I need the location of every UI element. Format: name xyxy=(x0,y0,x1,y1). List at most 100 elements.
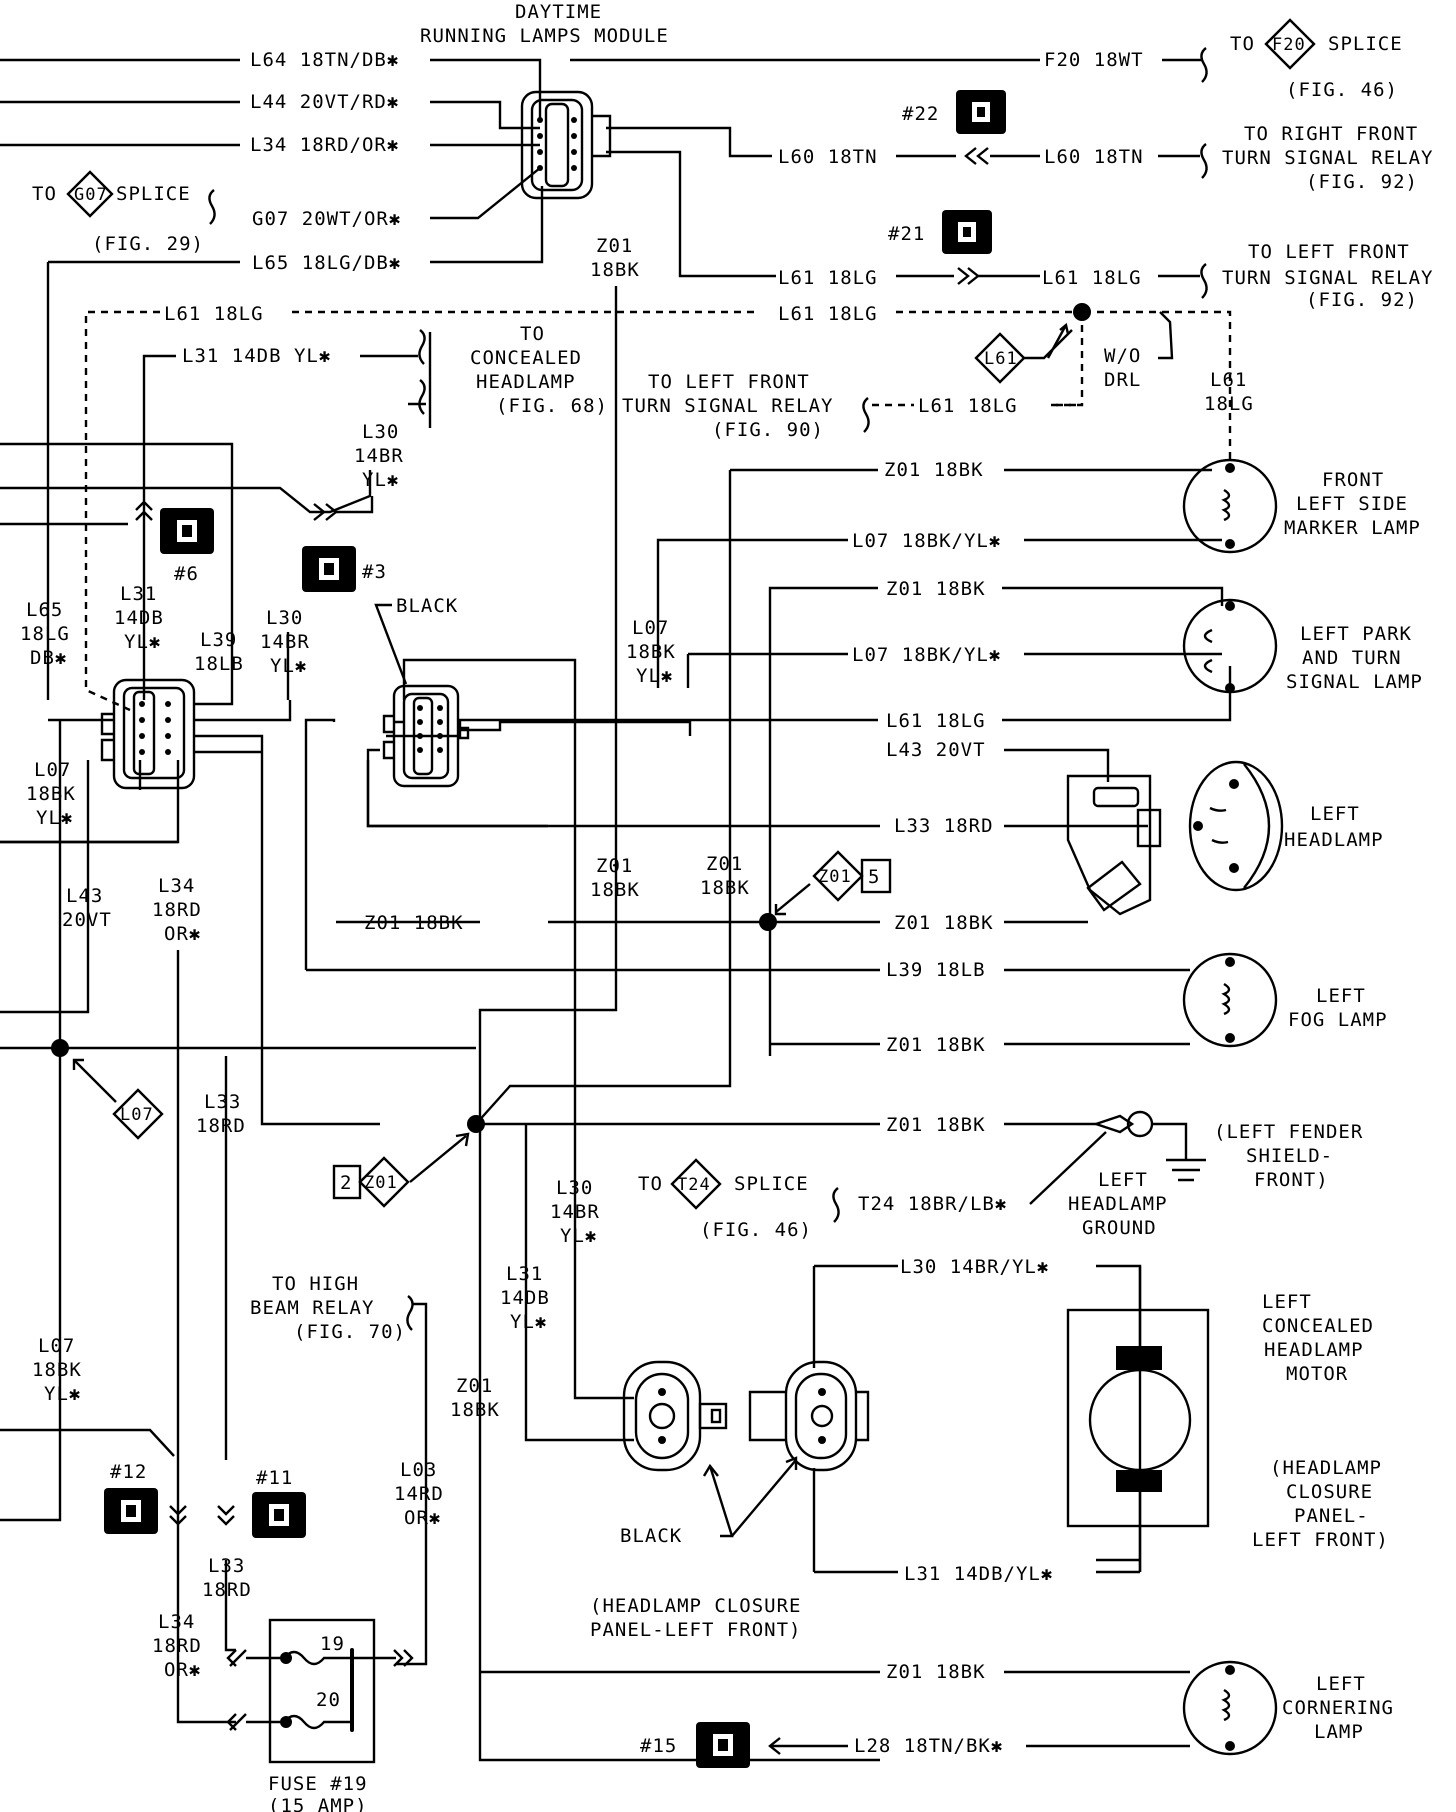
svg-text:L39: L39 xyxy=(200,629,237,651)
svg-text:(FIG. 90): (FIG. 90) xyxy=(712,419,824,441)
svg-text:Z01 18BK: Z01 18BK xyxy=(894,912,994,934)
l60-wire: L60 18TN L60 18TN TO RIGHT FRONT TURN SI… xyxy=(606,123,1433,193)
l30-low-3: YL✱ xyxy=(560,1225,597,1247)
svg-text:L31: L31 xyxy=(120,583,157,605)
z01-module-wire xyxy=(478,286,880,1762)
l03-1: L03 xyxy=(400,1459,437,1481)
l07-low-1: L07 xyxy=(38,1335,75,1357)
svg-text:TURN SIGNAL RELAY: TURN SIGNAL RELAY xyxy=(1222,147,1433,169)
svg-text:LEFT: LEFT xyxy=(1310,803,1360,825)
l03-2: 14RD xyxy=(394,1483,444,1505)
z01-splice-5: Z01 5 xyxy=(759,850,892,931)
svg-text:L60 18TN: L60 18TN xyxy=(1044,146,1144,168)
svg-text:(HEADLAMP CLOSURE: (HEADLAMP CLOSURE xyxy=(590,1595,801,1617)
left-fog-lamp: LEFT FOG LAMP xyxy=(1182,952,1388,1048)
svg-text:LEFT: LEFT xyxy=(1262,1291,1312,1313)
svg-text:L61 18LG: L61 18LG xyxy=(1042,267,1142,289)
l34-low-1: L34 xyxy=(158,1611,195,1633)
connector-12: #12 xyxy=(104,1461,187,1534)
z01-module-2: 18BK xyxy=(590,259,640,281)
l03-3: OR✱ xyxy=(404,1507,441,1529)
module-title-1: DAYTIME xyxy=(515,1,602,23)
svg-text:#12: #12 xyxy=(110,1461,147,1483)
svg-text:TO RIGHT FRONT: TO RIGHT FRONT xyxy=(1244,123,1418,145)
l43-side-2: 20VT xyxy=(62,909,112,931)
l34-side-2: 18RD xyxy=(152,899,202,921)
zmid-b2: 18BK xyxy=(700,877,750,899)
svg-text:BEAM RELAY: BEAM RELAY xyxy=(250,1297,374,1319)
svg-text:DRL: DRL xyxy=(1104,369,1141,391)
black-label: BLACK xyxy=(396,595,458,617)
svg-text:LEFT SIDE: LEFT SIDE xyxy=(1296,493,1408,515)
svg-text:TO LEFT FRONT: TO LEFT FRONT xyxy=(1248,241,1410,263)
svg-text:PANEL-LEFT FRONT): PANEL-LEFT FRONT) xyxy=(590,1619,801,1641)
fuse-19: 19 20 FUSE #19 (15 AMP) xyxy=(226,1618,414,1812)
svg-text:CORNERING: CORNERING xyxy=(1282,1697,1394,1719)
svg-text:19: 19 xyxy=(320,1633,345,1655)
svg-text:L31 14DB/YL✱: L31 14DB/YL✱ xyxy=(904,1563,1053,1585)
left-cornering-lamp: Z01 18BK LEFT CORNERING LAMP xyxy=(480,1660,1394,1756)
svg-text:LEFT PARK: LEFT PARK xyxy=(1300,623,1412,645)
svg-text:Z01 18BK: Z01 18BK xyxy=(886,1114,986,1136)
l33-low-2: 18RD xyxy=(202,1579,252,1601)
l61-wire: L61 18LG L61 18LG TO LEFT FRONT TURN SIG… xyxy=(606,150,1432,311)
connector-15: #15 L28 18TN/BK✱ xyxy=(640,1722,1002,1768)
svg-text:HEADLAMP: HEADLAMP xyxy=(476,371,576,393)
front-left-side-marker-lamp: FRONT LEFT SIDE MARKER LAMP xyxy=(1182,458,1420,554)
connector-22: #22 xyxy=(902,90,1006,134)
right-wires: Z01 18BK L07 18BK/YL✱ Z01 18BK L07 18BK/… xyxy=(304,459,1232,1136)
connector-3: #3 xyxy=(302,546,386,592)
wire-g07: G07 20WT/OR✱ xyxy=(252,208,401,230)
svg-text:TO: TO xyxy=(638,1173,663,1195)
svg-text:L30 14BR/YL✱: L30 14BR/YL✱ xyxy=(900,1256,1049,1278)
svg-text:(15 AMP): (15 AMP) xyxy=(268,1795,368,1812)
l34-side-1: L34 xyxy=(158,875,195,897)
svg-text:L33 18RD: L33 18RD xyxy=(894,815,994,837)
l34-wire xyxy=(0,840,236,1724)
svg-text:FOG LAMP: FOG LAMP xyxy=(1288,1009,1388,1031)
svg-text:L65: L65 xyxy=(26,599,63,621)
svg-text:#15: #15 xyxy=(640,1735,677,1757)
svg-text:L07 18BK/YL✱: L07 18BK/YL✱ xyxy=(852,644,1001,666)
module-input-wires xyxy=(0,58,544,700)
svg-text:L43 20VT: L43 20VT xyxy=(886,739,986,761)
svg-text:TO: TO xyxy=(32,183,57,205)
svg-text:L07: L07 xyxy=(120,1105,154,1125)
svg-text:18LB: 18LB xyxy=(194,653,244,675)
l07-mid-2: 18BK xyxy=(626,641,676,663)
svg-text:CONCEALED: CONCEALED xyxy=(470,347,582,369)
svg-text:L61 18LG: L61 18LG xyxy=(886,710,986,732)
l30-top: L30 14BR YL✱ xyxy=(0,421,403,521)
wire-l65: L65 18LG/DB✱ xyxy=(252,252,401,274)
svg-text:18LG: 18LG xyxy=(1204,393,1254,415)
svg-text:14BR: 14BR xyxy=(260,631,310,653)
high-beam-relay: TO HIGH BEAM RELAY (FIG. 70) xyxy=(250,1273,428,1666)
f20-wire: F20 18WT TO F20 SPLICE (FIG. 46) xyxy=(570,18,1402,101)
svg-text:MOTOR: MOTOR xyxy=(1286,1363,1348,1385)
svg-text:CLOSURE: CLOSURE xyxy=(1286,1481,1373,1503)
svg-text:SPLICE: SPLICE xyxy=(734,1173,809,1195)
connector-11: #11 xyxy=(217,1467,306,1538)
svg-text:#21: #21 xyxy=(888,223,925,245)
svg-text:14DB: 14DB xyxy=(114,607,164,629)
l07-mid-1: L07 xyxy=(632,617,669,639)
svg-text:#6: #6 xyxy=(174,563,199,585)
l34-low-3: OR✱ xyxy=(164,1659,201,1681)
left-park-turn-lamp: LEFT PARK AND TURN SIGNAL LAMP xyxy=(1182,598,1422,694)
svg-text:SHIELD-: SHIELD- xyxy=(1246,1145,1333,1167)
svg-text:BLACK: BLACK xyxy=(620,1525,682,1547)
svg-text:DB✱: DB✱ xyxy=(30,647,67,669)
svg-text:(HEADLAMP: (HEADLAMP xyxy=(1270,1457,1382,1479)
svg-text:F20 18WT: F20 18WT xyxy=(1044,49,1144,71)
left-headlamp: LEFT HEADLAMP xyxy=(1188,760,1383,892)
svg-text:TURN SIGNAL RELAY: TURN SIGNAL RELAY xyxy=(622,395,833,417)
svg-text:(FIG. 46): (FIG. 46) xyxy=(1286,79,1398,101)
svg-text:W/O: W/O xyxy=(1104,345,1141,367)
l31-low-3: YL✱ xyxy=(510,1311,547,1333)
l33-low-1: L33 xyxy=(208,1555,245,1577)
zmid-b1: Z01 xyxy=(706,853,743,875)
svg-text:L30: L30 xyxy=(266,607,303,629)
svg-text:PANEL-: PANEL- xyxy=(1294,1505,1369,1527)
l07-low-2: 18BK xyxy=(32,1359,82,1381)
svg-text:(FIG. 92): (FIG. 92) xyxy=(1306,289,1418,311)
